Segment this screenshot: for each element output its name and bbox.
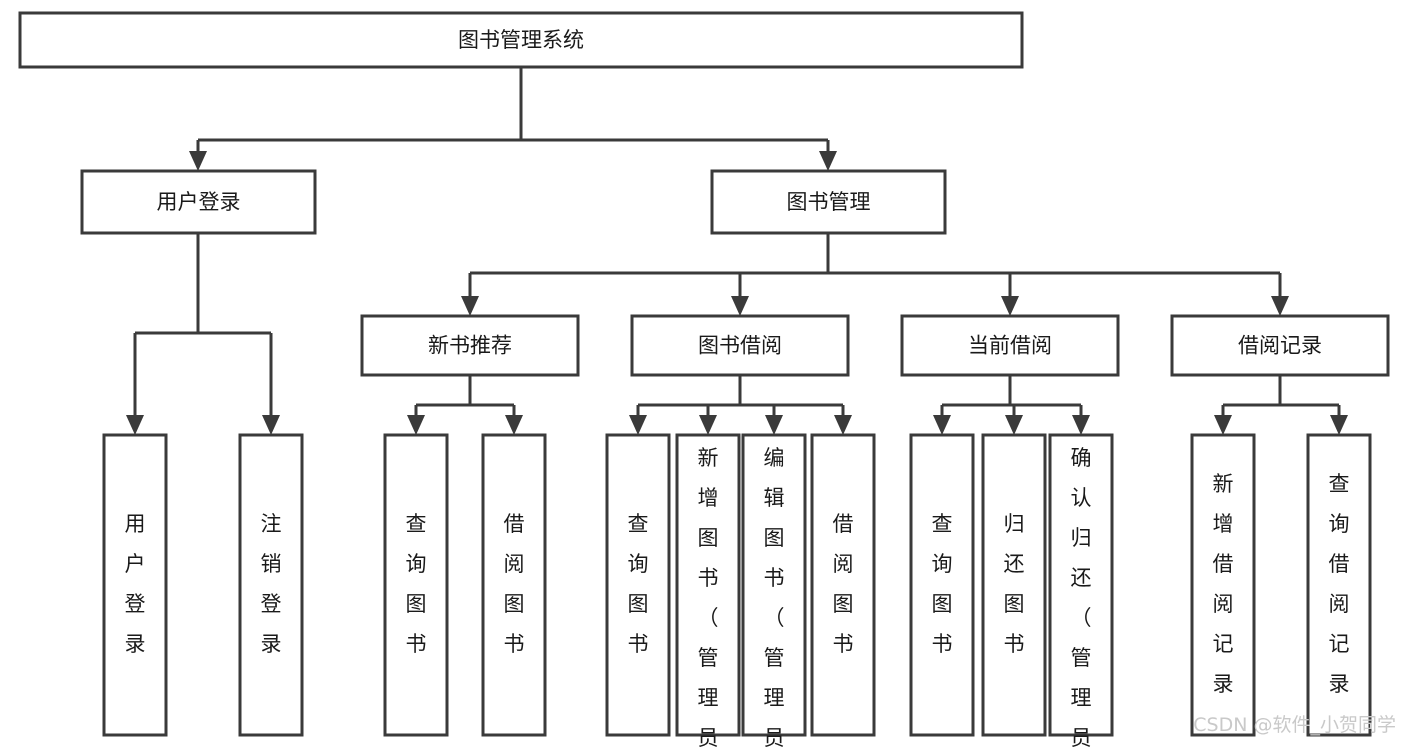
node-label-leaf-return-book: 归还图书: [1004, 512, 1025, 656]
node-box-leaf-borrow-book-b: [810, 433, 876, 737]
connector-arrowhead: [819, 151, 837, 171]
node-box-new-book-recommend: [360, 314, 580, 377]
node-label-leaf-user-login: 用户登录: [125, 512, 146, 656]
node-label-leaf-confirm-return: 确认归还（管理员）: [1071, 446, 1092, 747]
node-book-management[interactable]: 图书管理: [710, 169, 947, 235]
node-label-leaf-logout: 注销登录: [261, 512, 282, 656]
node-box-leaf-borrow-book-a: [481, 433, 547, 737]
node-label-book-borrow: 图书借阅: [698, 334, 782, 358]
connector-mgmt-to-level3: [461, 233, 1289, 316]
node-leaf-logout[interactable]: 注销登录: [238, 433, 304, 737]
node-box-book-management: [710, 169, 947, 235]
node-box-leaf-add-record: [1190, 433, 1256, 737]
connector-arrowhead: [933, 415, 951, 435]
node-label-leaf-borrow-book-a: 借阅图书: [504, 512, 525, 656]
node-label-leaf-query-record: 查询借阅记录: [1329, 472, 1350, 696]
node-label-new-book-recommend: 新书推荐: [428, 334, 512, 358]
node-box-leaf-return-book: [981, 433, 1047, 737]
node-box-user-login: [80, 169, 317, 235]
node-leaf-edit-book[interactable]: 编辑图书（管理员）: [741, 433, 807, 747]
node-borrow-record[interactable]: 借阅记录: [1170, 314, 1390, 377]
node-user-login[interactable]: 用户登录: [80, 169, 317, 235]
node-box-leaf-query-book-c: [909, 433, 975, 737]
node-label-leaf-query-book-a: 查询图书: [406, 512, 427, 656]
node-leaf-confirm-return[interactable]: 确认归还（管理员）: [1048, 433, 1114, 747]
connector-arrowhead: [1001, 296, 1019, 316]
node-label-user-login: 用户登录: [157, 190, 241, 214]
connector-arrowhead: [1330, 415, 1348, 435]
connector-record-leaves: [1214, 375, 1348, 435]
connector-arrowhead: [699, 415, 717, 435]
node-box-leaf-add-book: [675, 433, 741, 737]
node-box-leaf-logout: [238, 433, 304, 737]
node-label-leaf-borrow-book-b: 借阅图书: [833, 512, 854, 656]
connector-login-to-leaves: [126, 233, 280, 435]
connector-arrowhead: [407, 415, 425, 435]
node-box-current-borrow: [900, 314, 1120, 377]
connector-borrow-leaves: [629, 375, 852, 435]
connector-arrowhead: [505, 415, 523, 435]
node-label-leaf-add-record: 新增借阅记录: [1213, 472, 1234, 696]
connector-arrowhead: [629, 415, 647, 435]
node-leaf-add-book[interactable]: 新增图书（管理员）: [675, 433, 741, 747]
connector-arrowhead: [189, 151, 207, 171]
node-current-borrow[interactable]: 当前借阅: [900, 314, 1120, 377]
node-leaf-add-record[interactable]: 新增借阅记录: [1190, 433, 1256, 737]
connector-arrowhead: [461, 296, 479, 316]
connector-arrowhead: [1005, 415, 1023, 435]
connector-arrowhead: [262, 415, 280, 435]
connector-current-leaves: [933, 375, 1090, 435]
watermark-label: CSDN @软件_小贺同学: [1193, 714, 1396, 736]
node-root[interactable]: 图书管理系统: [18, 11, 1024, 69]
node-label-leaf-query-book-b: 查询图书: [628, 512, 649, 656]
node-box-root: [18, 11, 1024, 69]
node-label-root: 图书管理系统: [458, 28, 584, 52]
connector-arrowhead: [1214, 415, 1232, 435]
connector-arrowhead: [765, 415, 783, 435]
node-box-leaf-query-book-b: [605, 433, 671, 737]
connector-arrowhead: [1271, 296, 1289, 316]
node-label-book-management: 图书管理: [787, 190, 871, 214]
node-leaf-return-book[interactable]: 归还图书: [981, 433, 1047, 737]
node-leaf-borrow-book-b[interactable]: 借阅图书: [810, 433, 876, 737]
node-label-leaf-edit-book: 编辑图书（管理员）: [764, 446, 785, 747]
node-leaf-query-book-c[interactable]: 查询图书: [909, 433, 975, 737]
node-box-leaf-query-record: [1306, 433, 1372, 737]
node-box-leaf-edit-book: [741, 433, 807, 737]
node-box-leaf-user-login: [102, 433, 168, 737]
connector-arrowhead: [834, 415, 852, 435]
node-book-borrow[interactable]: 图书借阅: [630, 314, 850, 377]
connectors-layer: [126, 67, 1348, 435]
node-box-book-borrow: [630, 314, 850, 377]
nodes-layer: 图书管理系统用户登录图书管理新书推荐图书借阅当前借阅借阅记录用户登录注销登录查询…: [18, 11, 1390, 747]
node-label-current-borrow: 当前借阅: [968, 334, 1052, 358]
connector-arrowhead: [126, 415, 144, 435]
node-leaf-borrow-book-a[interactable]: 借阅图书: [481, 433, 547, 737]
connector-arrowhead: [1072, 415, 1090, 435]
connector-root-to-level2: [189, 67, 837, 171]
node-box-leaf-confirm-return: [1048, 433, 1114, 737]
node-label-leaf-query-book-c: 查询图书: [932, 512, 953, 656]
node-box-leaf-query-book-a: [383, 433, 449, 737]
node-leaf-query-book-b[interactable]: 查询图书: [605, 433, 671, 737]
node-leaf-query-book-a[interactable]: 查询图书: [383, 433, 449, 737]
connector-arrowhead: [731, 296, 749, 316]
node-new-book-recommend[interactable]: 新书推荐: [360, 314, 580, 377]
node-label-leaf-add-book: 新增图书（管理员）: [698, 446, 719, 747]
node-box-borrow-record: [1170, 314, 1390, 377]
node-leaf-user-login[interactable]: 用户登录: [102, 433, 168, 737]
node-leaf-query-record[interactable]: 查询借阅记录: [1306, 433, 1372, 737]
connector-recommend-leaves: [407, 375, 523, 435]
node-label-borrow-record: 借阅记录: [1238, 334, 1322, 358]
